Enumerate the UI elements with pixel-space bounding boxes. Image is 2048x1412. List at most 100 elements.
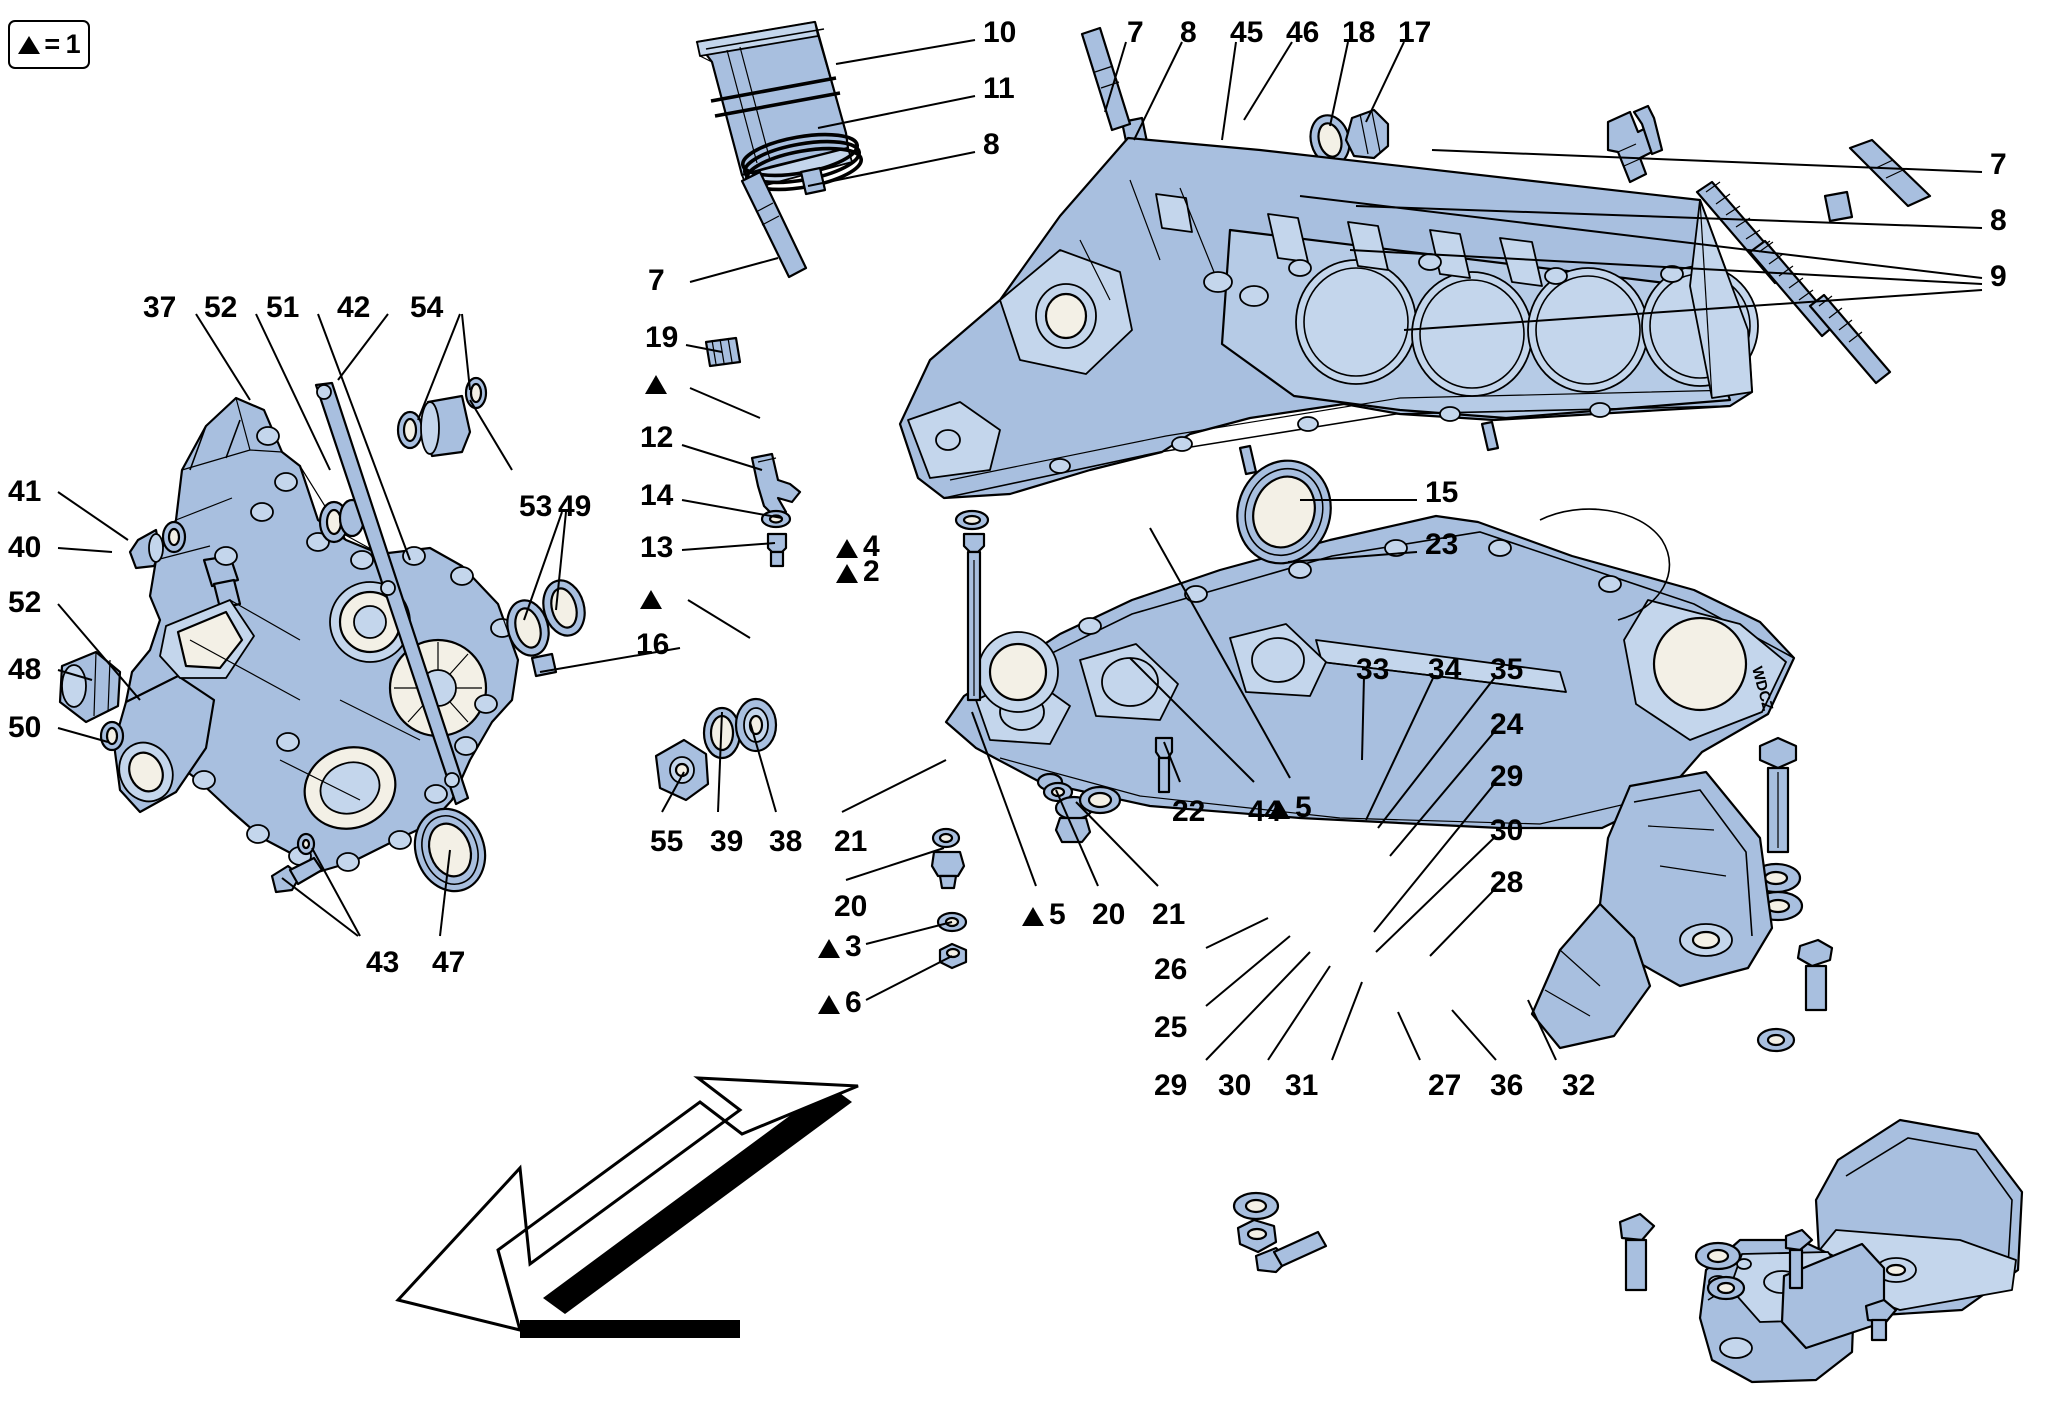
callout-14: 14 — [640, 479, 674, 512]
part-washer-30 — [1756, 1027, 1796, 1053]
callout-13: 13 — [640, 531, 674, 564]
part-bolt-26 — [1254, 1230, 1328, 1274]
part-nozzle-washer — [760, 509, 792, 529]
callout-7: 7 — [648, 264, 665, 297]
callout-18: 18 — [1342, 16, 1376, 49]
callout-33: 33 — [1356, 653, 1390, 686]
part-sealing-ring — [1309, 114, 1351, 166]
callout-8: 8 — [1180, 16, 1197, 49]
part-pipe-fitting-48 — [58, 650, 122, 724]
part-long-bolt-2 — [962, 532, 986, 702]
callout-47: 47 — [432, 946, 466, 979]
callout-3: 3 — [818, 932, 862, 962]
callout-43: 43 — [366, 946, 400, 979]
callout-30: 30 — [1218, 1069, 1252, 1102]
callout-23: 23 — [1425, 528, 1459, 561]
part-drain-washer-41 — [161, 520, 187, 554]
legend-box: = 1 — [8, 20, 90, 69]
callout-53: 53 — [519, 490, 553, 523]
callout-5: 5 — [1022, 900, 1066, 930]
callout-6: 6 — [818, 988, 862, 1018]
part-plug-40 — [128, 528, 164, 570]
callout-38: 38 — [769, 825, 803, 858]
part-drain-plug-20 — [930, 850, 966, 890]
part-bolt-29 — [1796, 938, 1834, 1012]
part-threaded-plug — [1344, 108, 1390, 160]
callout-20: 20 — [1092, 898, 1126, 931]
part-engine-mount-bracket — [1530, 770, 1774, 1050]
callout-20: 20 — [834, 890, 868, 923]
callout-19: 19 — [645, 321, 679, 354]
part-hex-bolt-33 — [1758, 736, 1798, 854]
callout-9: 9 — [1990, 260, 2007, 293]
callout-35: 35 — [1490, 653, 1524, 686]
part-bolts-bottom-group — [1694, 1228, 1814, 1301]
part-small-bolt-36 — [1864, 1298, 1898, 1342]
part-nut-6 — [938, 942, 968, 970]
part-washer-3 — [936, 911, 968, 933]
callout-21: 21 — [1152, 898, 1186, 931]
callout-48: 48 — [8, 653, 42, 686]
callout-25: 25 — [1154, 1011, 1188, 1044]
legend-text: = 1 — [44, 29, 80, 59]
part-o-ring-set — [506, 579, 586, 657]
callout-40: 40 — [8, 531, 42, 564]
callout-17: 17 — [1398, 16, 1432, 49]
callout-36: 36 — [1490, 1069, 1524, 1102]
callout-32: 32 — [1562, 1069, 1596, 1102]
callout-24: 24 — [1490, 708, 1524, 741]
callout-55: 55 — [650, 825, 684, 858]
callout-5: 5 — [1268, 793, 1312, 823]
part-locating-pin — [530, 652, 558, 678]
callout-42: 42 — [337, 291, 371, 324]
callout-46: 46 — [1286, 16, 1320, 49]
part-oil-jet — [704, 336, 742, 368]
callout-49: 49 — [558, 490, 592, 523]
callout-52: 52 — [8, 586, 42, 619]
part-bearing-38 — [734, 697, 778, 753]
callout-52: 52 — [204, 291, 238, 324]
part-nozzle-bolt — [766, 532, 788, 568]
callout-21: 21 — [834, 825, 868, 858]
part-crankshaft-oil-seal — [1236, 459, 1332, 565]
part-bolt-25 — [1618, 1212, 1656, 1292]
callout-8: 8 — [983, 128, 1000, 161]
part-washer-4 — [954, 509, 990, 531]
callout-29: 29 — [1154, 1069, 1188, 1102]
callout-12: 12 — [640, 421, 674, 454]
part-flange-fitting — [654, 738, 710, 802]
callout-37: 37 — [143, 291, 177, 324]
callout-8: 8 — [1990, 204, 2007, 237]
callout-11: 11 — [983, 72, 1015, 105]
direction-arrow — [395, 1076, 859, 1338]
callout-50: 50 — [8, 711, 42, 744]
callout-45: 45 — [1230, 16, 1264, 49]
callout-28: 28 — [1490, 866, 1524, 899]
callout-29: 29 — [1490, 760, 1524, 793]
part-oring-50 — [99, 720, 125, 752]
callout-2: 2 — [836, 557, 880, 587]
callout-15: 15 — [1425, 476, 1459, 509]
callout-30: 30 — [1490, 814, 1524, 847]
callout-34: 34 — [1428, 653, 1462, 686]
part-ring-39 — [702, 706, 742, 760]
callout-22: 22 — [1172, 795, 1206, 828]
callout-7: 7 — [1990, 148, 2007, 181]
callout-10: 10 — [983, 16, 1017, 49]
callout-27: 27 — [1428, 1069, 1462, 1102]
callout-39: 39 — [710, 825, 744, 858]
callout-16: 16 — [636, 628, 670, 661]
callout-26: 26 — [1154, 953, 1188, 986]
callout-31: 31 — [1285, 1069, 1319, 1102]
callout-41: 41 — [8, 475, 42, 508]
part-crankcase-upper-half — [898, 136, 1759, 500]
part-oring-21-right — [1078, 785, 1122, 815]
part-sump-bolt-22 — [1154, 736, 1174, 794]
part-washer-nut-pair — [1232, 1191, 1280, 1254]
part-bushing-set — [396, 376, 488, 458]
triangle-icon — [18, 35, 41, 54]
callout-7: 7 — [1127, 16, 1144, 49]
callout-triangle — [645, 368, 672, 398]
